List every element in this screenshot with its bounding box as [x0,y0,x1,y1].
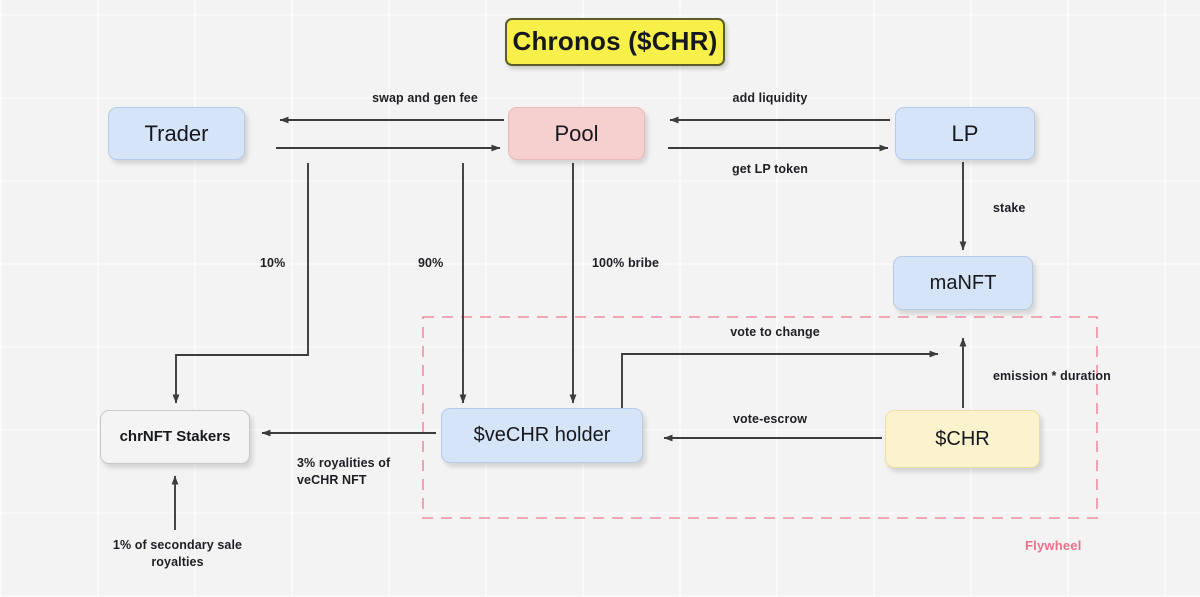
edge-label-stake: stake [993,201,1026,215]
node-vechr-holder[interactable]: $veCHR holder [441,408,643,463]
node-chrnft-stakers-label: chrNFT Stakers [119,428,231,446]
edge-vote-to-change [621,350,939,410]
flywheel-caption: Flywheel [1025,538,1082,553]
node-vechr-holder-label: $veCHR holder [473,424,611,446]
node-manft-label: maNFT [929,271,997,294]
node-trader-label: Trader [144,120,209,146]
edge-label-get-lp-token: get LP token [732,162,808,176]
node-pool[interactable]: Pool [508,107,645,160]
edge-label-ten-percent: 10% [260,256,286,270]
edge-label-vote-to-change: vote to change [730,325,820,339]
edge-label-ninety-percent: 90% [418,256,444,270]
node-trader[interactable]: Trader [108,107,245,160]
edge-label-emission-duration: emission * duration [993,369,1111,383]
edge-label-vote-escrow: vote-escrow [732,412,808,426]
edge-label-hundred-percent-bribe: 100% bribe [592,256,660,270]
node-title-chronos[interactable]: Chronos ($CHR) [505,18,725,66]
edge-label-add-liquidity: add liquidity [732,91,808,105]
node-manft[interactable]: maNFT [893,256,1033,310]
edge-label-royalties-of-vechr-nft: 3% royalities of veCHR NFT [297,456,391,487]
node-chr-label: $CHR [935,427,990,450]
node-chrnft-stakers[interactable]: chrNFT Stakers [100,410,250,464]
edge-label-swap-and-gen-fee: swap and gen fee [372,91,478,105]
edge-ten-percent-to-chrnft-stakers [172,163,309,404]
edge-label-secondary-sale-royalties: 1% of secondary sale royalties [112,538,243,569]
node-lp[interactable]: LP [895,107,1035,160]
node-pool-label: Pool [554,120,599,146]
node-title-chronos-label: Chronos ($CHR) [512,26,718,57]
node-lp-label: LP [951,120,979,146]
node-chr[interactable]: $CHR [885,410,1040,468]
